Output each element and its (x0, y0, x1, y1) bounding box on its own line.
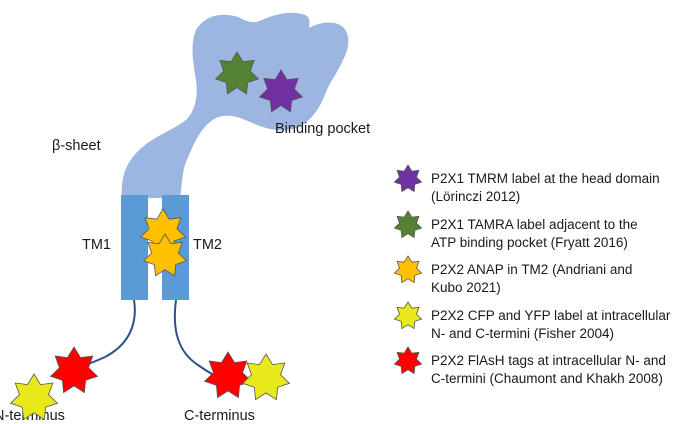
legend-line1-purple: P2X1 TMRM label at the head domain (431, 171, 660, 186)
tm1-label: TM1 (82, 237, 111, 253)
binding-pocket-label: Binding pocket (275, 121, 370, 137)
legend: P2X1 TMRM label at the head domain (Lörin… (393, 164, 671, 386)
c-terminus-label: C-terminus (184, 408, 255, 424)
extracellular-domain (121, 12, 349, 199)
legend-star-purple (393, 164, 423, 193)
legend-line1-green: P2X1 TAMRA label adjacent to the (431, 217, 638, 232)
legend-star-red (393, 346, 423, 375)
n-terminal-yellow-star (9, 373, 59, 421)
orange-label-star-lower (142, 233, 188, 277)
n-terminus-label: N-terminus (0, 408, 65, 424)
legend-line2-red: C-termini (Chaumont and Khakh 2008) (431, 371, 663, 386)
legend-line2-purple: (Lörinczi 2012) (431, 189, 520, 204)
legend-line2-yellow: N- and C-termini (Fisher 2004) (431, 326, 614, 341)
beta-sheet-label: β-sheet (52, 138, 101, 154)
c-terminal-linker (173, 299, 215, 376)
legend-line2-green: ATP binding pocket (Fryatt 2016) (431, 235, 628, 250)
legend-line2-orange: Kubo 2021) (431, 280, 501, 295)
legend-line1-orange: P2X2 ANAP in TM2 (Andriani and (431, 262, 632, 277)
legend-star-green (393, 210, 423, 239)
legend-line1-red: P2X2 FlAsH tags at intracellular N- and (431, 353, 666, 368)
purple-label-star (258, 69, 304, 113)
n-terminal-red-star (49, 346, 99, 394)
green-label-star (214, 51, 260, 95)
legend-star-orange (393, 255, 423, 284)
tm1-helix (121, 195, 148, 300)
c-terminal-red-star (203, 351, 253, 399)
c-terminal-yellow-star (241, 353, 291, 401)
tm2-label: TM2 (193, 237, 222, 253)
legend-line1-yellow: P2X2 CFP and YFP label at intracellular (431, 308, 671, 323)
legend-star-yellow (393, 301, 423, 330)
